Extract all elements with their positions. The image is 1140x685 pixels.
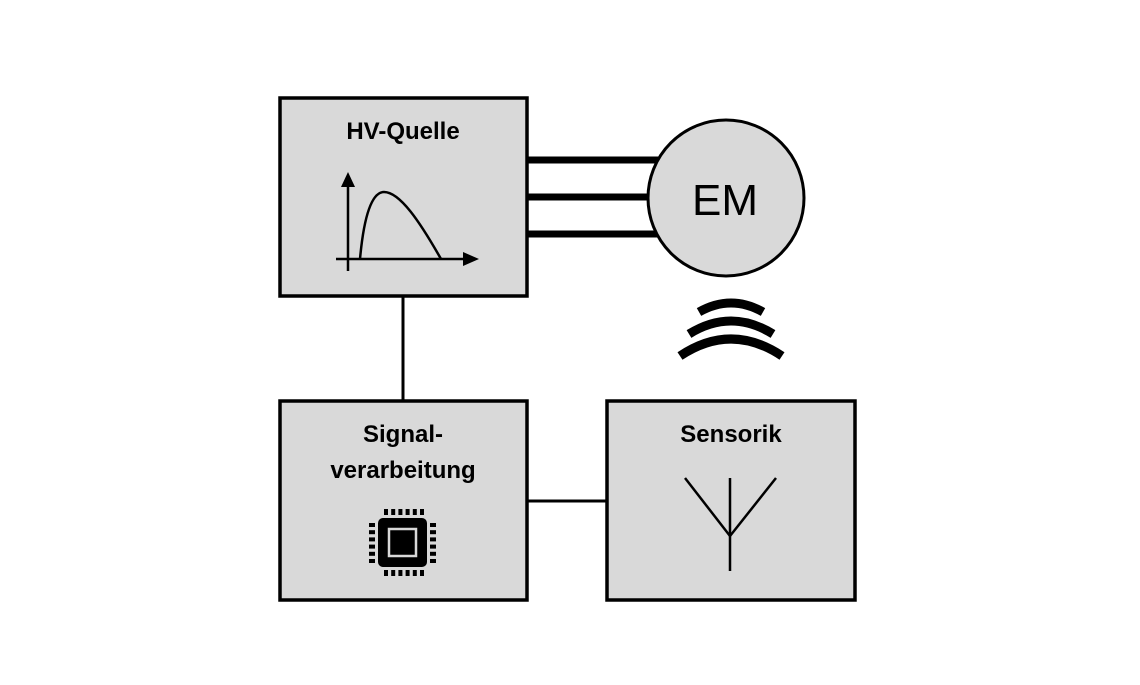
- microchip-icon: [369, 509, 436, 576]
- hv-source-box: [278, 96, 529, 298]
- signal-processing-title-line1: Signal-: [363, 421, 443, 448]
- sensor-title: Sensorik: [680, 421, 782, 448]
- chip-pin: [384, 509, 388, 515]
- connectors: [401, 156, 668, 503]
- chip-pin: [398, 570, 403, 576]
- chip-pin: [405, 570, 410, 576]
- chip-pin: [369, 523, 375, 527]
- chip-pin: [430, 523, 436, 527]
- hv-source-title: HV-Quelle: [346, 118, 459, 145]
- chip-pin: [391, 509, 396, 515]
- chip-pin: [412, 509, 417, 515]
- signal-processing-title-line2: verarbeitung: [330, 457, 475, 484]
- chip-pin: [430, 551, 436, 556]
- chip-pin: [412, 570, 417, 576]
- chip-pin: [398, 509, 403, 515]
- chip-pin: [369, 559, 375, 563]
- emission-waves-icon: [677, 298, 785, 360]
- chip-pin: [430, 530, 436, 535]
- chip-pin: [430, 544, 436, 549]
- machine-circle: [646, 118, 806, 278]
- hv-source-block[interactable]: HV-Quelle: [278, 96, 529, 298]
- chip-pin: [369, 551, 375, 556]
- electric-machine[interactable]: EM: [646, 118, 806, 278]
- chip-pin: [391, 570, 396, 576]
- chip-pin: [369, 544, 375, 549]
- chip-pin: [405, 509, 410, 515]
- chip-pin: [420, 570, 424, 576]
- machine-label: EM: [692, 176, 758, 225]
- pulse-waveform-icon: [336, 172, 479, 271]
- chip-pin: [420, 509, 424, 515]
- chip-pin: [384, 570, 388, 576]
- chip-pin: [430, 559, 436, 563]
- signal-processing-block[interactable]: Signal- verarbeitung: [278, 399, 529, 602]
- chip-pin: [369, 530, 375, 535]
- chip-pin: [430, 537, 436, 542]
- sensor-block[interactable]: Sensorik: [605, 399, 857, 602]
- antenna-icon: [684, 477, 777, 571]
- chip-pin: [369, 537, 375, 542]
